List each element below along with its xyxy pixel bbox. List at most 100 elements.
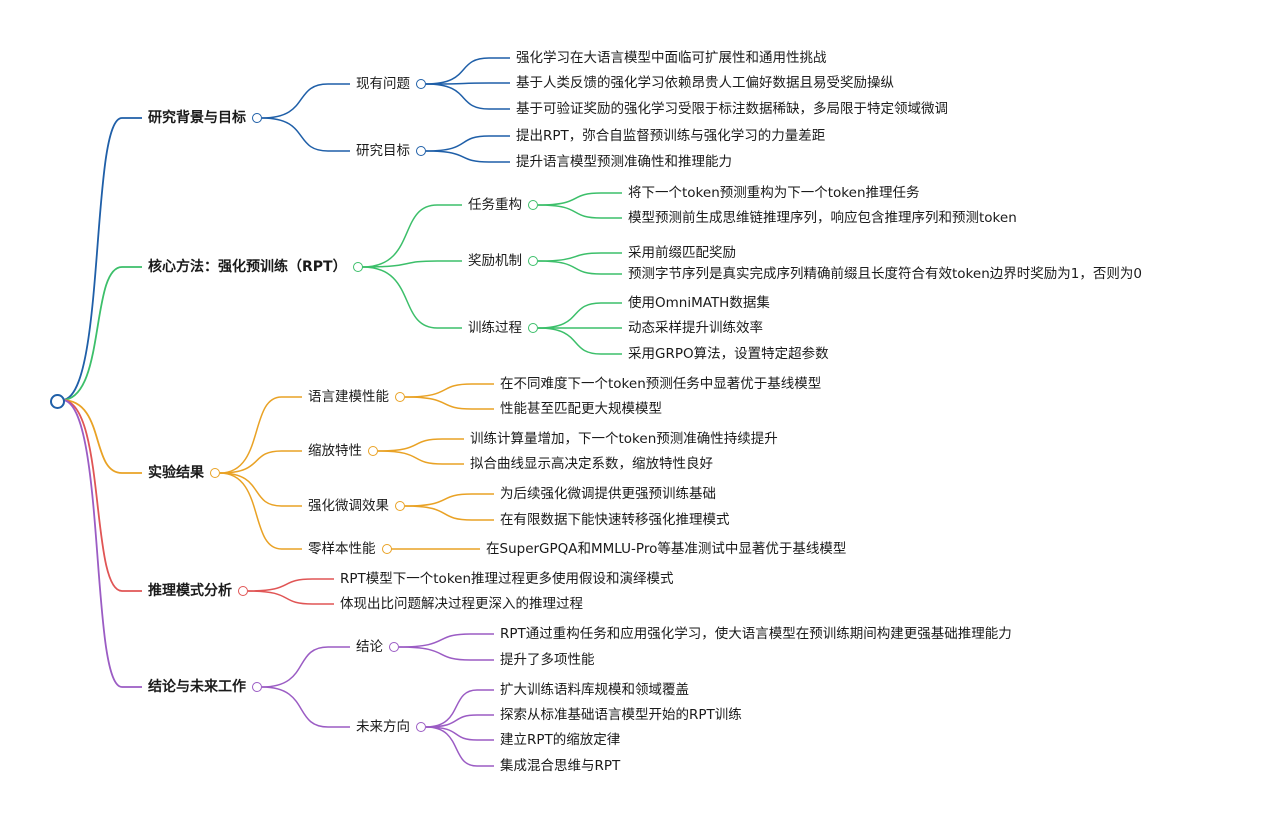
topic-node[interactable]: 语言建模性能 [308,387,405,407]
collapse-toggle-icon[interactable] [395,392,405,402]
collapse-toggle-icon[interactable] [381,544,392,554]
connector-line [404,383,494,398]
node-label: 核心方法：强化预训练（RPT） [148,259,347,275]
collapse-toggle-icon[interactable] [416,722,426,732]
connector-line [537,302,622,329]
leaf-node[interactable]: 性能甚至匹配更大规模模型 [500,399,662,419]
branch-node[interactable]: 核心方法：强化预训练（RPT） [148,257,363,277]
collapse-toggle-icon[interactable] [252,682,262,692]
collapse-toggle-icon[interactable] [528,323,538,333]
leaf-node[interactable]: 体现出比问题解决过程更深入的推理过程 [340,594,583,614]
leaf-node[interactable]: 提升语言模型预测准确性和推理能力 [516,152,732,172]
leaf-node[interactable]: 训练计算量增加，下一个token预测准确性持续提升 [470,429,778,449]
leaf-node[interactable]: 在SuperGPQA和MMLU-Pro等基准测试中显著优于基线模型 [486,539,846,559]
connector-line [537,252,622,262]
collapse-toggle-icon[interactable] [389,642,399,652]
connector-line [398,646,494,661]
topic-node[interactable]: 缩放特性 [308,441,378,461]
root-node[interactable] [50,394,65,409]
connector-line [261,646,350,688]
node-label: 未来方向 [356,719,410,735]
leaf-node[interactable]: 提升了多项性能 [500,650,595,670]
leaf-node[interactable]: RPT模型下一个token推理过程更多使用假设和演绎模式 [340,569,674,589]
connector-line [537,327,622,355]
leaf-node[interactable]: 为后续强化微调提供更强预训练基础 [500,484,716,504]
topic-node[interactable]: 任务重构 [468,195,538,215]
leaf-node[interactable]: 在有限数据下能快速转移强化推理模式 [500,510,730,530]
leaf-node[interactable]: 基于人类反馈的强化学习依赖昂贵人工偏好数据且易受奖励操纵 [516,73,894,93]
node-label: 性能甚至匹配更大规模模型 [500,401,662,417]
leaf-node[interactable]: 使用OmniMATH数据集 [628,293,770,313]
connector-line [425,135,510,152]
topic-node[interactable]: 训练过程 [468,318,538,338]
node-label: 强化微调效果 [308,498,389,514]
branch-node[interactable]: 研究背景与目标 [148,108,262,128]
connector-line [261,83,350,119]
node-label: 建立RPT的缩放定律 [500,732,621,748]
leaf-node[interactable]: 动态采样提升训练效率 [628,318,763,338]
node-label: 使用OmniMATH数据集 [628,295,770,311]
leaf-node[interactable]: 强化学习在大语言模型中面临可扩展性和通用性挑战 [516,48,827,68]
topic-node[interactable]: 现有问题 [356,74,426,94]
collapse-toggle-icon[interactable] [252,113,262,123]
connector-line [261,117,350,152]
leaf-node[interactable]: 采用前缀匹配奖励 [628,243,736,263]
leaf-node[interactable]: RPT通过重构任务和应用强化学习，使大语言模型在预训练期间构建更强基础推理能力 [500,624,1012,644]
leaf-node[interactable]: 预测字节序列是真实完成序列精确前缀且长度符合有效token边界时奖励为1，否则为… [628,264,1142,284]
connector-line [61,266,142,401]
topic-node[interactable]: 奖励机制 [468,251,538,271]
branch-node[interactable]: 推理模式分析 [148,581,248,601]
node-label: 研究背景与目标 [148,110,246,126]
node-label: 现有问题 [356,76,410,92]
leaf-node[interactable]: 扩大训练语料库规模和领域覆盖 [500,680,689,700]
topic-node[interactable]: 研究目标 [356,141,426,161]
node-label: 动态采样提升训练效率 [628,320,763,336]
node-label: 集成混合思维与RPT [500,758,621,774]
topic-node[interactable]: 结论 [356,637,399,657]
node-label: 基于可验证奖励的强化学习受限于标注数据稀缺，多局限于特定领域微调 [516,101,948,117]
collapse-toggle-icon[interactable] [416,146,426,156]
leaf-node[interactable]: 建立RPT的缩放定律 [500,730,620,750]
leaf-node[interactable]: 在不同难度下一个token预测任务中显著优于基线模型 [500,374,821,394]
connector-line [362,204,462,268]
leaf-node[interactable]: 集成混合思维与RPT [500,756,620,776]
connector-line [219,472,302,550]
topic-node[interactable]: 未来方向 [356,717,426,737]
branch-node[interactable]: 结论与未来工作 [148,677,262,697]
collapse-toggle-icon[interactable] [368,446,378,456]
connector-line [425,726,494,741]
node-label: RPT通过重构任务和应用强化学习，使大语言模型在预训练期间构建更强基础推理能力 [500,626,1012,642]
connector-line [247,590,334,605]
node-label: 训练过程 [468,320,522,336]
leaf-node[interactable]: 将下一个token预测重构为下一个token推理任务 [628,183,920,203]
branch-node[interactable]: 实验结果 [148,463,220,483]
connector-line [425,726,494,767]
collapse-toggle-icon[interactable] [416,79,426,89]
node-label: 采用GRPO算法，设置特定超参数 [628,346,829,362]
node-label: 推理模式分析 [148,583,232,599]
node-label: 在SuperGPQA和MMLU-Pro等基准测试中显著优于基线模型 [486,541,847,557]
node-label: 探索从标准基础语言模型开始的RPT训练 [500,707,742,723]
connector-line [537,192,622,206]
node-label: RPT模型下一个token推理过程更多使用假设和演绎模式 [340,571,674,587]
leaf-node[interactable]: 模型预测前生成思维链推理序列，响应包含推理序列和预测token [628,208,1017,228]
collapse-toggle-icon[interactable] [395,501,405,511]
node-label: 将下一个token预测重构为下一个token推理任务 [628,185,920,201]
collapse-toggle-icon[interactable] [528,200,538,210]
collapse-toggle-icon[interactable] [352,262,363,272]
connector-line [219,472,302,507]
topic-node[interactable]: 强化微调效果 [308,496,405,516]
leaf-node[interactable]: 提出RPT，弥合自监督预训练与强化学习的力量差距 [516,126,825,146]
collapse-toggle-icon[interactable] [210,468,220,478]
node-label: 提升了多项性能 [500,652,595,668]
leaf-node[interactable]: 采用GRPO算法，设置特定超参数 [628,344,829,364]
collapse-toggle-icon[interactable] [238,586,248,596]
leaf-node[interactable]: 探索从标准基础语言模型开始的RPT训练 [500,705,742,725]
collapse-toggle-icon[interactable] [528,256,538,266]
connector-line [61,117,142,401]
connector-line [425,714,494,728]
topic-node[interactable]: 零样本性能 [308,539,392,559]
leaf-node[interactable]: 拟合曲线显示高决定系数，缩放特性良好 [470,454,713,474]
leaf-node[interactable]: 基于可验证奖励的强化学习受限于标注数据稀缺，多局限于特定领域微调 [516,99,948,119]
